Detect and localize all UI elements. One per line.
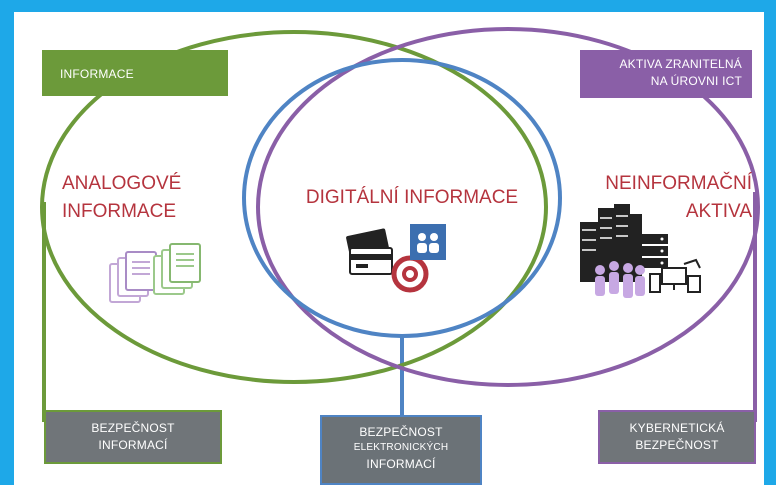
informace-ellipse [40, 30, 548, 384]
bezpecnost-elektronickych-line3: INFORMACÍ [366, 457, 436, 471]
digitalni-informace-label: DIGITÁLNÍ INFORMACE [305, 187, 519, 208]
neinformacni-line1: NEINFORMAČNÍ [605, 173, 752, 194]
analogove-line1: ANALOGOVÉ [62, 173, 182, 194]
at-sign-icon [391, 255, 429, 293]
analogove-line2: INFORMACE [62, 201, 176, 222]
bezpecnost-informaci-line1: BEZPEČNOST [91, 421, 175, 435]
documents-icon [109, 243, 201, 303]
devices-icon [649, 258, 701, 293]
venn-diagram [40, 27, 760, 422]
aktiva-ict-line2: NA ÚROVNI ICT [650, 74, 742, 88]
neinformacni-aktiva-label: NEINFORMAČNÍ AKTIVA [574, 170, 752, 226]
bezpecnost-informaci-line2: INFORMACÍ [98, 438, 168, 452]
aktiva-ict-line1: AKTIVA ZRANITELNÁ [619, 57, 742, 71]
server-icon [642, 234, 668, 268]
diagram-frame: INFORMACE AKTIVA ZRANITELNÁ NA ÚROVNI IC… [14, 12, 764, 485]
digitalni-ellipse [242, 58, 562, 338]
crowd-icon [595, 261, 645, 298]
bezpecnost-elektronickych-line1: BEZPEČNOST [359, 425, 443, 439]
aktiva-ellipse [256, 27, 760, 387]
informace-box: INFORMACE [42, 50, 228, 96]
credit-card-icon [346, 228, 393, 275]
kyberneticka-bezpecnost-box: KYBERNETICKÁ BEZPEČNOST [598, 410, 756, 464]
neinformacni-line2: AKTIVA [685, 201, 752, 222]
people-icon [410, 224, 446, 260]
analogove-informace-label: ANALOGOVÉ INFORMACE [62, 170, 242, 226]
kyberneticka-line2: BEZPEČNOST [635, 438, 719, 452]
kyberneticka-line1: KYBERNETICKÁ [629, 421, 725, 435]
bezpecnost-elektronickych-informaci-box: BEZPEČNOST ELEKTRONICKÝCH INFORMACÍ [320, 415, 482, 485]
bezpecnost-informaci-box: BEZPEČNOST INFORMACÍ [44, 410, 222, 464]
bezpecnost-elektronickych-line2: ELEKTRONICKÝCH [353, 442, 449, 453]
informace-box-label: INFORMACE [60, 67, 134, 81]
aktiva-ict-box: AKTIVA ZRANITELNÁ NA ÚROVNI ICT [580, 50, 752, 98]
